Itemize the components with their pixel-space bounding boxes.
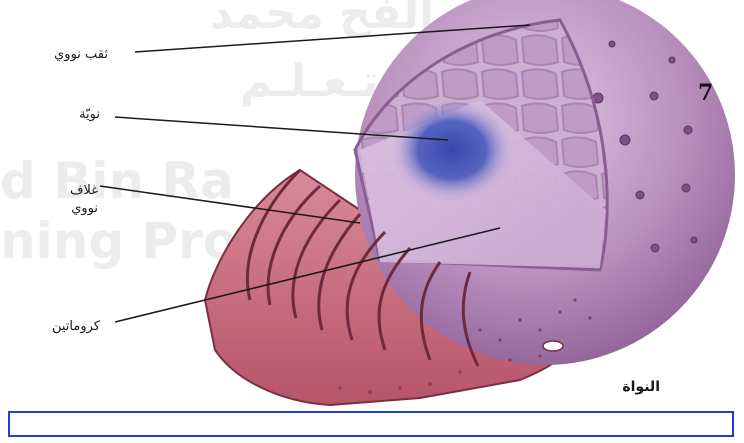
label-chromatin: كروماتين: [8, 318, 100, 336]
diagram-title: النواة: [590, 378, 660, 396]
er-opening: [543, 341, 563, 351]
nucleolus: [390, 98, 514, 202]
label-nucleolus: نويّة: [8, 106, 100, 124]
label-nuclear-envelope: غلاف نووي: [8, 182, 98, 218]
caption-box: [8, 411, 734, 437]
label-nuclear-envelope-line1: غلاف: [8, 182, 98, 200]
label-nuclear-pore: ثقب نووي: [8, 46, 108, 64]
figure-number: 7: [698, 80, 713, 106]
label-nuclear-envelope-line2: نووي: [8, 200, 98, 218]
